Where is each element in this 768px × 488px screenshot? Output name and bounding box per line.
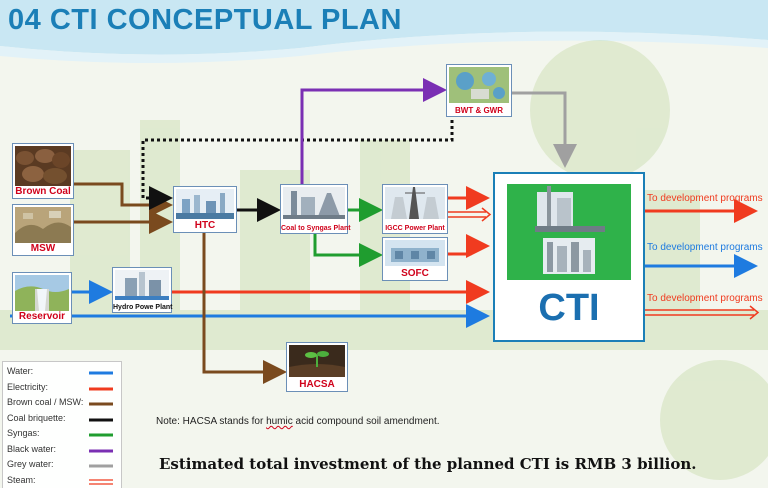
legend-item: Steam: [7, 475, 36, 485]
legend-item: Electricity: [7, 382, 48, 392]
legend-swatch [89, 371, 113, 375]
page-title: 04 CTI CONCEPTUAL PLAN [8, 4, 402, 36]
note-highlight: humic [266, 416, 293, 427]
bwt-gwr-icon [449, 67, 509, 103]
legend-swatch [89, 464, 113, 468]
output-label-water: To development programs [647, 242, 763, 253]
brown-coal-icon [15, 146, 71, 186]
cti-image-panel [507, 184, 631, 280]
reservoir-label: Reservoir [18, 311, 66, 322]
hacsa-seedling-icon [289, 345, 345, 377]
legend-label: Coal briquette: [7, 412, 66, 423]
hacsa-note: Note: HACSA stands for humic acid compou… [156, 416, 440, 427]
investment-statement: Estimated total investment of the planne… [159, 455, 697, 473]
legend-label: Black water: [7, 443, 57, 454]
hacsa-node: HACSA [286, 342, 348, 392]
syngas-plant-icon [283, 187, 345, 219]
brown-coal-label: Brown Coal [15, 186, 71, 197]
htc-node: HTC [173, 186, 237, 233]
output-label-steam: To development programs [647, 293, 763, 304]
note-suffix: acid compound soil amendment. [292, 416, 440, 427]
htc-label: HTC [194, 220, 216, 231]
legend-item: Brown coal / MSW: [7, 397, 83, 407]
htc-to-hacsa-arrow [202, 232, 287, 384]
legend-swatch [89, 433, 113, 437]
htc-plant-icon [176, 189, 234, 219]
output-label-electricity: To development programs [647, 193, 763, 204]
sofc-node: SOFC [382, 237, 448, 281]
igcc-plant-icon [385, 187, 445, 219]
legend-item: Grey water: [7, 459, 54, 469]
sofc-icon [385, 240, 445, 266]
black-water-arrow [300, 78, 447, 184]
legend-item: Coal briquette: [7, 413, 66, 423]
legend-swatch [89, 418, 113, 421]
hydro-plant-label: Hydro Powe Plant [113, 304, 173, 311]
output-steam-arrow [749, 305, 760, 320]
legend-item: Water: [7, 366, 33, 376]
syngas-to-sofc-arrow [313, 228, 383, 267]
igcc-node: IGCC Power Plant [382, 184, 448, 234]
grey-water-arrow [510, 91, 577, 168]
note-prefix: Note: HACSA stands for [156, 416, 267, 427]
legend-label: Steam: [7, 474, 36, 485]
legend-swatch [89, 402, 113, 406]
msw-label: MSW [30, 243, 56, 254]
hydro-plant-node: Hydro Powe Plant [112, 267, 173, 313]
bwt-gwr-node: BWT & GWR [446, 64, 512, 117]
brown-coal-node: Brown Coal [12, 143, 74, 199]
legend: Water: Electricity: Brown coal / MSW: Coal … [2, 361, 122, 488]
legend-label: Brown coal / MSW: [7, 397, 84, 407]
coal-to-syngas-node: Coal to Syngas Plant [280, 184, 351, 234]
legend-item: Black water: [7, 444, 56, 454]
sofc-label: SOFC [401, 268, 429, 279]
reservoir-icon [15, 275, 69, 311]
msw-icon [15, 207, 71, 243]
legend-label: Electricity: [7, 381, 49, 392]
reservoir-node: Reservoir [12, 272, 72, 324]
bwt-gwr-label: BWT & GWR [455, 106, 503, 115]
legend-swatch [89, 387, 113, 390]
legend-label: Grey water: [7, 459, 54, 469]
hydro-plant-icon [115, 270, 169, 300]
legend-swatch [89, 449, 113, 452]
coal-to-syngas-label: Coal to Syngas Plant [281, 225, 351, 232]
hacsa-label: HACSA [299, 379, 335, 390]
sofc-electricity-arrow [446, 234, 490, 258]
igcc-label: IGCC Power Plant [385, 225, 445, 232]
legend-item: Syngas: [7, 428, 40, 438]
msw-node: MSW [12, 204, 74, 256]
cti-node: CTI [493, 172, 645, 342]
legend-label: Water: [7, 366, 34, 376]
legend-label: Syngas: [7, 428, 40, 438]
coal-briquette-dotted-arrow [141, 102, 454, 210]
cti-label: CTI [538, 287, 600, 329]
brown-coal-arrow [72, 182, 173, 217]
cti-facility-icon [535, 186, 605, 274]
legend-swatch [89, 478, 113, 485]
